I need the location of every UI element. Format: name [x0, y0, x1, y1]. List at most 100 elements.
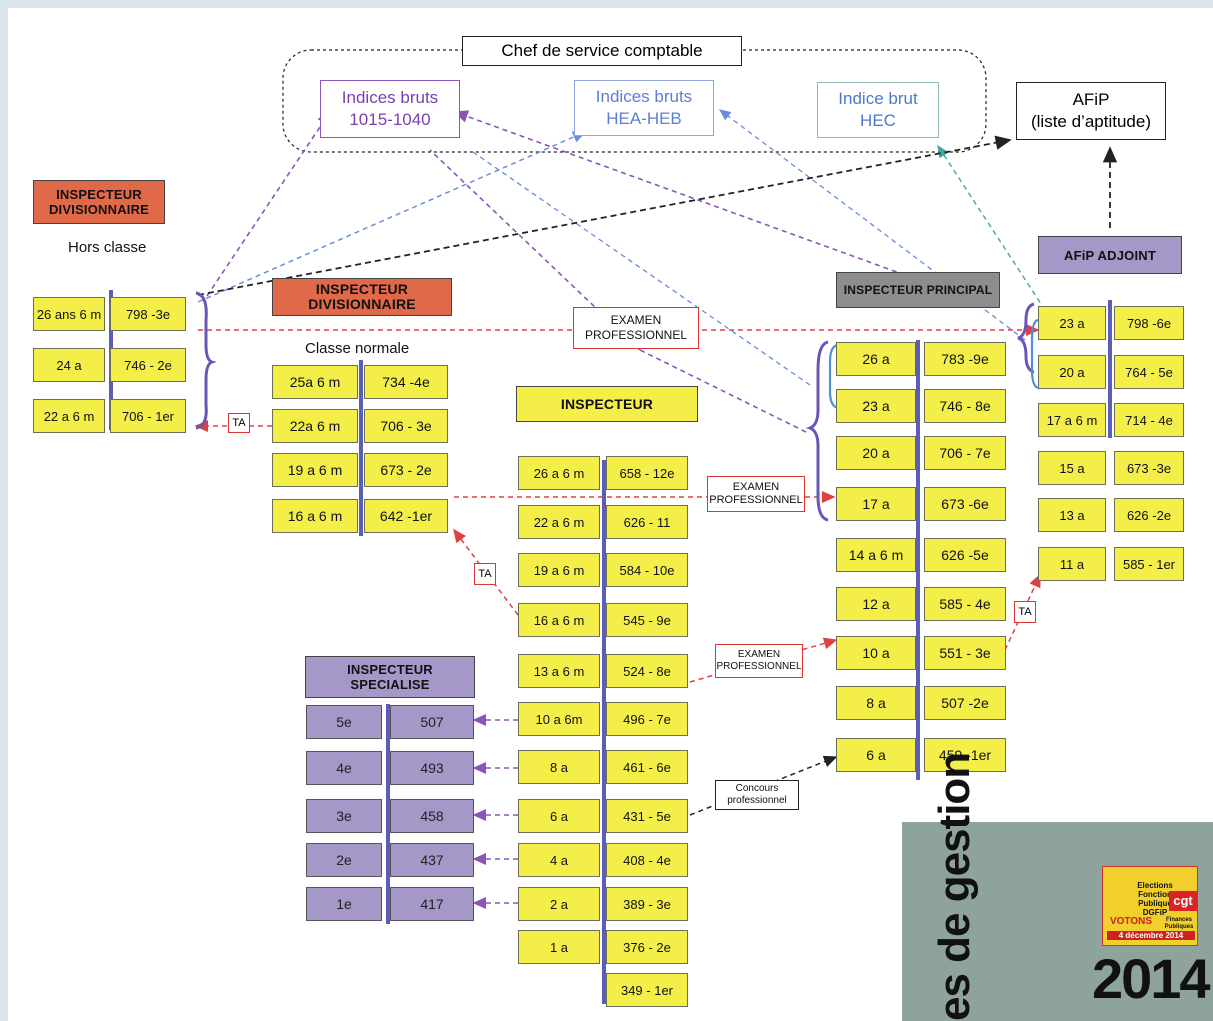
ip-seniority-cell: 20 a: [836, 436, 916, 470]
is-index-cell: 417: [390, 887, 474, 921]
is-index-cell: 437: [390, 843, 474, 877]
insp-index-cell: 524 - 8e: [606, 654, 688, 688]
insp-seniority-cell: 26 a 6 m: [518, 456, 600, 490]
idcn-subtitle: Classe normale: [305, 340, 410, 357]
aa-seniority-cell: 15 a: [1038, 451, 1106, 485]
insp-index-cell: 626 - 11: [606, 505, 688, 539]
aa-index-cell: 714 - 4e: [1114, 403, 1184, 437]
aa-index-cell: 626 -2e: [1114, 498, 1184, 532]
ip-seniority-cell: 6 a: [836, 738, 916, 772]
is-header: INSPECTEUR SPECIALISE: [305, 656, 475, 698]
is-seniority-cell: 2e: [306, 843, 382, 877]
idcn-index-cell: 673 - 2e: [364, 453, 448, 487]
ip-seniority-cell: 14 a 6 m: [836, 538, 916, 572]
idcn-seniority-cell: 22a 6 m: [272, 409, 358, 443]
idhc-seniority-cell: 24 a: [33, 348, 105, 382]
idhc-subtitle: Hors classe: [68, 239, 147, 256]
is-seniority-cell: 3e: [306, 799, 382, 833]
insp-index-cell: 461 - 6e: [606, 750, 688, 784]
idcn-divider-bar: [359, 360, 363, 536]
afip-box: AFiP(liste d’aptitude): [1016, 82, 1166, 140]
insp-index-cell: 376 - 2e: [606, 930, 688, 964]
insp-index-cell: 408 - 4e: [606, 843, 688, 877]
ta-label-insp: TA: [474, 563, 496, 585]
logo-text-4: DGFiP: [1142, 908, 1168, 917]
idcn-header: INSPECTEUR DIVISIONNAIRE: [272, 278, 452, 316]
ip-index-cell: 551 - 3e: [924, 636, 1006, 670]
idhc-index-cell: 706 - 1er: [110, 399, 186, 433]
is-index-cell: 507: [390, 705, 474, 739]
insp-seniority-cell: 19 a 6 m: [518, 553, 600, 587]
ip-index-cell: 507 -2e: [924, 686, 1006, 720]
brochure-title: es de gestion: [930, 752, 979, 1021]
ip-seniority-cell: 26 a: [836, 342, 916, 376]
insp-index-cell: 349 - 1er: [606, 973, 688, 1007]
is-index-cell: 458: [390, 799, 474, 833]
insp-index-cell: 545 - 9e: [606, 603, 688, 637]
insp-index-cell: 389 - 3e: [606, 887, 688, 921]
aa-index-cell: 798 -6e: [1114, 306, 1184, 340]
idhc-seniority-cell: 26 ans 6 m: [33, 297, 105, 331]
insp-seniority-cell: 2 a: [518, 887, 600, 921]
is-seniority-cell: 5e: [306, 705, 382, 739]
insp-index-cell: 431 - 5e: [606, 799, 688, 833]
ip-index-cell: 783 -9e: [924, 342, 1006, 376]
cgt-election-logo: Elections Fonction Publique DGFiP VOTONS…: [1102, 866, 1198, 946]
is-index-cell: 493: [390, 751, 474, 785]
aa-index-cell: 585 - 1er: [1114, 547, 1184, 581]
is-seniority-cell: 4e: [306, 751, 382, 785]
idcn-index-cell: 642 -1er: [364, 499, 448, 533]
idcn-seniority-cell: 19 a 6 m: [272, 453, 358, 487]
idhc-header: INSPECTEUR DIVISIONNAIRE: [33, 180, 165, 224]
insp-seniority-cell: 22 a 6 m: [518, 505, 600, 539]
idcn-seniority-cell: 16 a 6 m: [272, 499, 358, 533]
ip-header: INSPECTEUR PRINCIPAL: [836, 272, 1000, 308]
ta-label-ip: TA: [1014, 601, 1036, 623]
aa-seniority-cell: 20 a: [1038, 355, 1106, 389]
aa-divider-bar: [1108, 300, 1112, 438]
insp-divider-bar: [602, 460, 606, 1004]
insp-seniority-cell: 8 a: [518, 750, 600, 784]
insp-seniority-cell: 1 a: [518, 930, 600, 964]
idcn-index-cell: 706 - 3e: [364, 409, 448, 443]
idhc-index-cell: 798 -3e: [110, 297, 186, 331]
insp-index-cell: 496 - 7e: [606, 702, 688, 736]
brochure-year: 2014: [1092, 947, 1211, 1010]
is-divider-bar: [386, 704, 390, 924]
aa-seniority-cell: 11 a: [1038, 547, 1106, 581]
idhc-seniority-cell: 22 a 6 m: [33, 399, 105, 433]
ip-seniority-cell: 23 a: [836, 389, 916, 423]
ip-index-cell: 746 - 8e: [924, 389, 1006, 423]
logo-votons: VOTONS: [1109, 916, 1153, 927]
ip-seniority-cell: 8 a: [836, 686, 916, 720]
idcn-seniority-cell: 25a 6 m: [272, 365, 358, 399]
ip-seniority-cell: 10 a: [836, 636, 916, 670]
aa-seniority-cell: 23 a: [1038, 306, 1106, 340]
aa-index-cell: 764 - 5e: [1114, 355, 1184, 389]
ip-index-cell: 626 -5e: [924, 538, 1006, 572]
insp-header: INSPECTEUR: [516, 386, 698, 422]
insp-index-cell: 584 - 10e: [606, 553, 688, 587]
insp-index-cell: 658 - 12e: [606, 456, 688, 490]
ip-index-cell: 673 -6e: [924, 487, 1006, 521]
insp-seniority-cell: 13 a 6 m: [518, 654, 600, 688]
idcn-index-cell: 734 -4e: [364, 365, 448, 399]
insp-seniority-cell: 6 a: [518, 799, 600, 833]
logo-cgt: cgt: [1169, 891, 1197, 911]
chef-service-label: Chef de service comptable: [462, 36, 742, 66]
ip-index-cell: 585 - 4e: [924, 587, 1006, 621]
logo-date: 4 décembre 2014: [1107, 931, 1195, 940]
aa-index-cell: 673 -3e: [1114, 451, 1184, 485]
logo-sub: Finances Publiques: [1164, 917, 1194, 930]
is-seniority-cell: 1e: [306, 887, 382, 921]
ip-seniority-cell: 12 a: [836, 587, 916, 621]
aa-seniority-cell: 13 a: [1038, 498, 1106, 532]
idhc-index-cell: 746 - 2e: [110, 348, 186, 382]
